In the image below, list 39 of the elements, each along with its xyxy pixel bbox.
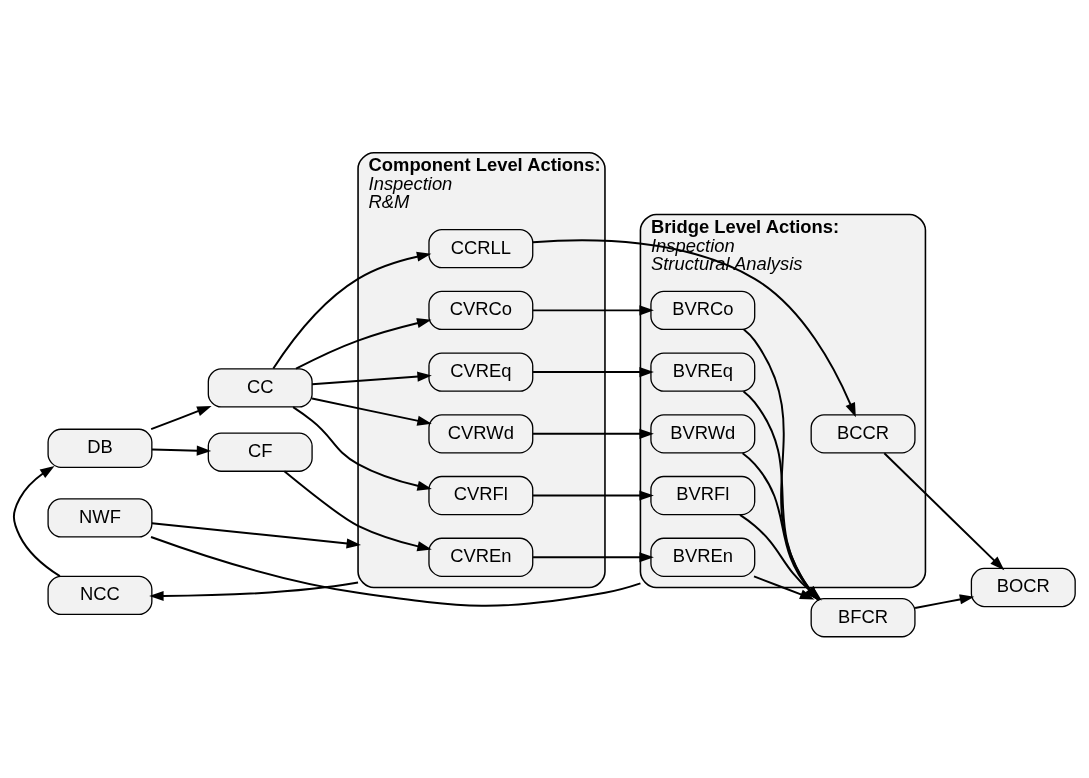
arrow (531, 238, 856, 417)
node-box: CVRFl (428, 475, 534, 515)
node-box: DB (47, 428, 153, 468)
node-box: NCC (47, 575, 153, 615)
arrow (883, 451, 1005, 570)
arrow (272, 251, 432, 369)
node-box: BVRCo (650, 290, 756, 330)
arrow (753, 574, 815, 600)
arrow (149, 580, 360, 601)
node-box: CF (207, 432, 313, 472)
arrow (311, 397, 432, 426)
node-box: CVRWd (428, 413, 534, 454)
arrow (295, 317, 432, 370)
node-box: CVRCo (428, 290, 534, 330)
arrow (283, 469, 432, 551)
arrow (150, 521, 361, 548)
node-box: BCCR (810, 413, 916, 454)
node-box: BVREn (650, 537, 756, 577)
arrow (532, 490, 654, 501)
node-box: CVREn (428, 537, 534, 577)
arrow (532, 304, 654, 315)
node-box: CC (207, 367, 313, 408)
arrow (292, 405, 432, 491)
arrow (151, 445, 212, 456)
arrow (914, 593, 975, 609)
node-box: CVREq (428, 351, 534, 392)
node-box: BVREq (650, 351, 756, 392)
arrow (532, 551, 654, 562)
node-box: NWF (47, 497, 153, 538)
arrow (311, 371, 432, 385)
node-box: CCRLL (428, 228, 534, 268)
arrow (150, 405, 212, 430)
arrow (12, 465, 61, 577)
arrow (532, 366, 654, 377)
node-box: BVRFl (650, 475, 756, 515)
node-box: BVRWd (650, 413, 756, 454)
node-box: BFCR (810, 597, 916, 637)
arrow (532, 428, 654, 439)
node-box: BOCR (970, 567, 1076, 607)
